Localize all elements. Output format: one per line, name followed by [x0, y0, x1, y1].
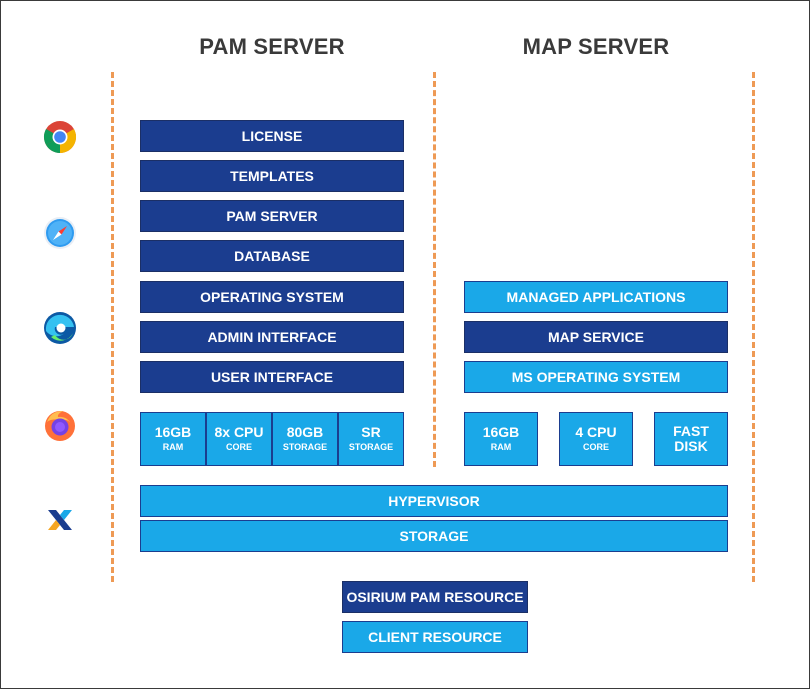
hypervisor-layer: HYPERVISOR [140, 485, 728, 517]
map-server-title: MAP SERVER [522, 34, 670, 59]
map-layer-managed-applications: MANAGED APPLICATIONS [464, 281, 728, 313]
map-spec-disk-line1: FAST [673, 423, 709, 440]
map-spec-cpu-label: CORE [582, 442, 609, 453]
pam-spec-cpu: 8x CPU CORE [206, 412, 272, 466]
edge-icon [44, 312, 76, 344]
pam-spec-cpu-value: 8x CPU [214, 424, 264, 441]
map-spec-fast-disk: FAST DISK [654, 412, 728, 466]
chrome-icon [43, 121, 77, 154]
left-divider [111, 72, 114, 582]
map-spec-disk-line2: DISK [674, 438, 708, 454]
pam-layer-license: LICENSE [140, 120, 404, 152]
map-spec-cpu-value: 4 CPU [575, 424, 617, 441]
pam-server-title: PAM SERVER [199, 34, 345, 59]
xcp-ng-icon [48, 510, 72, 530]
pam-layer-database: DATABASE [140, 240, 404, 272]
pam-layer-templates: TEMPLATES [140, 160, 404, 192]
center-divider [433, 72, 436, 467]
legend-client-resource: CLIENT RESOURCE [342, 621, 528, 653]
pam-spec-storage-value: 80GB [286, 424, 324, 441]
map-layer-map-service: MAP SERVICE [464, 321, 728, 353]
pam-spec-storage-label: STORAGE [282, 442, 328, 453]
pam-layer-operating-system: OPERATING SYSTEM [140, 281, 404, 313]
pam-spec-sr-value: SR [361, 424, 381, 441]
pam-layer-pam-server: PAM SERVER [140, 200, 404, 232]
pam-spec-storage: 80GB STORAGE [272, 412, 338, 466]
map-spec-ram-label: RAM [490, 442, 512, 453]
firefox-icon [45, 411, 75, 441]
map-spec-ram-value: 16GB [482, 424, 520, 441]
pam-spec-ram-label: RAM [162, 442, 184, 453]
map-layer-ms-operating-system: MS OPERATING SYSTEM [464, 361, 728, 393]
map-spec-ram: 16GB RAM [464, 412, 538, 466]
pam-layer-admin-interface: ADMIN INTERFACE [140, 321, 404, 353]
map-spec-cpu: 4 CPU CORE [559, 412, 633, 466]
pam-spec-sr-label: STORAGE [348, 442, 394, 453]
pam-spec-sr-storage: SR STORAGE [338, 412, 404, 466]
right-divider [752, 72, 755, 582]
pam-spec-ram: 16GB RAM [140, 412, 206, 466]
pam-layer-user-interface: USER INTERFACE [140, 361, 404, 393]
legend-osirium-pam-resource: OSIRIUM PAM RESOURCE [342, 581, 528, 613]
pam-spec-ram-value: 16GB [154, 424, 192, 441]
storage-layer: STORAGE [140, 520, 728, 552]
safari-icon [44, 217, 76, 249]
pam-spec-cpu-label: CORE [225, 442, 252, 453]
